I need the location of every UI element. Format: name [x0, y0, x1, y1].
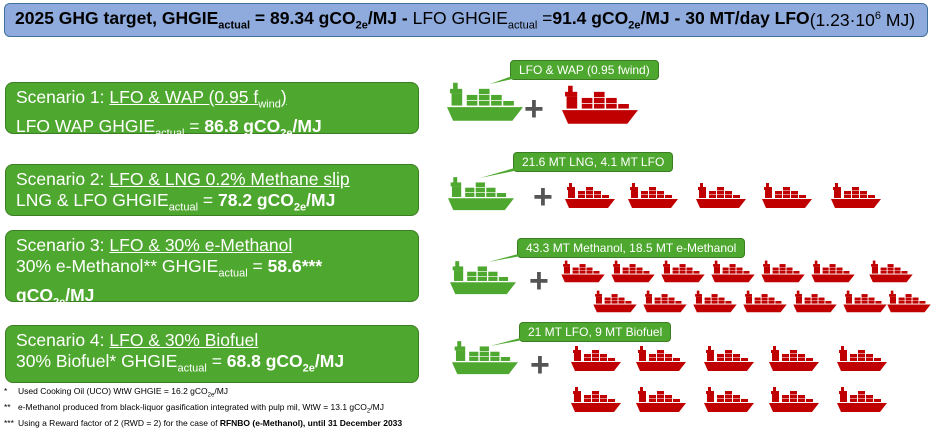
- scenario-2-ghgie: LNG & LFO GHGIEactual = 78.2 gCO2e/MJ: [16, 190, 336, 214]
- footnote-3: *** Using a Reward factor of 2 (RWD = 2)…: [4, 418, 403, 429]
- red-cargo-ship-icon: [628, 180, 678, 210]
- red-cargo-ship-icon: [703, 343, 755, 373]
- target-banner: 2025 GHG target, GHGIEactual = 89.34 gCO…: [4, 3, 928, 37]
- scenario-1-ghgie: LFO WAP GHGIEactual = 86.8 gCO2e/MJ: [16, 115, 322, 140]
- plus-sign: +: [530, 346, 550, 384]
- scenario-4-callout: 21 MT LFO, 9 MT Biofuel: [519, 322, 672, 342]
- red-cargo-ship-icon: [810, 258, 856, 284]
- red-cargo-ship-icon: [560, 258, 606, 284]
- scenario-1-pointer: [490, 75, 530, 84]
- red-cargo-ship-icon: [836, 384, 888, 414]
- red-cargo-ship-icon: [696, 180, 746, 210]
- banner-energy: (1.23·106 MJ): [809, 9, 916, 30]
- banner-lfo-text: LFO GHGIEactual =: [412, 8, 553, 32]
- plus-sign: +: [533, 178, 553, 216]
- red-cargo-ship-icon: [642, 288, 688, 314]
- footnote-2: ** e-Methanol produced from black-liquor…: [4, 402, 384, 415]
- red-cargo-ship-icon: [660, 258, 706, 284]
- green-cargo-ship-icon: [447, 76, 523, 126]
- scenario-1-box: Scenario 1: LFO & WAP (0.95 fwind) LFO W…: [5, 82, 419, 139]
- red-cargo-ship-icon: [768, 343, 820, 373]
- scenario-1-title: Scenario 1: LFO & WAP (0.95 fwind): [16, 87, 287, 111]
- scenario-4-pointer: [490, 337, 539, 346]
- red-cargo-ship-icon: [562, 80, 638, 128]
- red-cargo-ship-icon: [635, 343, 687, 373]
- red-cargo-ship-icon: [570, 343, 622, 373]
- red-cargo-ship-icon: [742, 288, 788, 314]
- red-cargo-ship-icon: [703, 384, 755, 414]
- scenario-3-box: Scenario 3: LFO & 30% e-Methanol 30% e-M…: [5, 230, 419, 308]
- green-cargo-ship-icon: [448, 170, 514, 216]
- banner-target-text: 2025 GHG target, GHGIEactual = 89.34 gCO…: [15, 8, 408, 32]
- green-cargo-ship-icon: [452, 334, 518, 380]
- red-cargo-ship-icon: [710, 258, 756, 284]
- scenario-2-pointer: [480, 167, 533, 178]
- scenario-2-callout: 21.6 MT LNG, 4.1 MT LFO: [513, 152, 674, 172]
- red-cargo-ship-icon: [760, 258, 806, 284]
- banner-lfo-value: 91.4 gCO2e/MJ - 30 MT/day LFO: [552, 8, 810, 32]
- red-cargo-ship-icon: [831, 180, 881, 210]
- plus-sign: +: [529, 262, 549, 300]
- scenario-3-ghgie: 30% e-Methanol** GHGIEactual = 58.6***: [16, 256, 323, 280]
- red-cargo-ship-icon: [592, 288, 638, 314]
- scenario-3-unit: gCO2e/MJ: [16, 284, 95, 309]
- scenario-4-box: Scenario 4: LFO & 30% Biofuel 30% Biofue…: [5, 325, 419, 383]
- red-cargo-ship-icon: [610, 258, 656, 284]
- scenario-3-callout: 43.3 MT Methanol, 18.5 MT e-Methanol: [517, 238, 746, 258]
- scenario-1-callout: LFO & WAP (0.95 fwind): [510, 60, 659, 80]
- red-cargo-ship-icon: [635, 384, 687, 414]
- red-cargo-ship-icon: [692, 288, 738, 314]
- green-cargo-ship-icon: [450, 254, 516, 300]
- red-cargo-ship-icon: [570, 384, 622, 414]
- footnotes: * Used Cooking Oil (UCO) WtW GHGIE = 16.…: [4, 386, 524, 430]
- red-cargo-ship-icon: [842, 288, 888, 314]
- plus-sign: +: [524, 90, 544, 128]
- red-cargo-ship-icon: [768, 384, 820, 414]
- scenario-2-box: Scenario 2: LFO & LNG 0.2% Methane slip …: [5, 164, 419, 216]
- red-cargo-ship-icon: [762, 180, 812, 210]
- scenario-4-ghgie: 30% Biofuel* GHGIEactual = 68.8 gCO2e/MJ: [16, 351, 345, 375]
- red-cargo-ship-icon: [565, 180, 615, 210]
- red-cargo-ship-icon: [792, 288, 838, 314]
- footnote-1: * Used Cooking Oil (UCO) WtW GHGIE = 16.…: [4, 386, 229, 399]
- red-cargo-ship-icon: [836, 343, 888, 373]
- scenario-2-title: Scenario 2: LFO & LNG 0.2% Methane slip: [16, 169, 350, 189]
- red-cargo-ship-icon: [886, 288, 932, 314]
- scenario-4-title: Scenario 4: LFO & 30% Biofuel: [16, 330, 259, 350]
- scenario-3-pointer: [488, 253, 537, 262]
- scenario-3-title: Scenario 3: LFO & 30% e-Methanol: [16, 235, 293, 255]
- red-cargo-ship-icon: [868, 258, 914, 284]
